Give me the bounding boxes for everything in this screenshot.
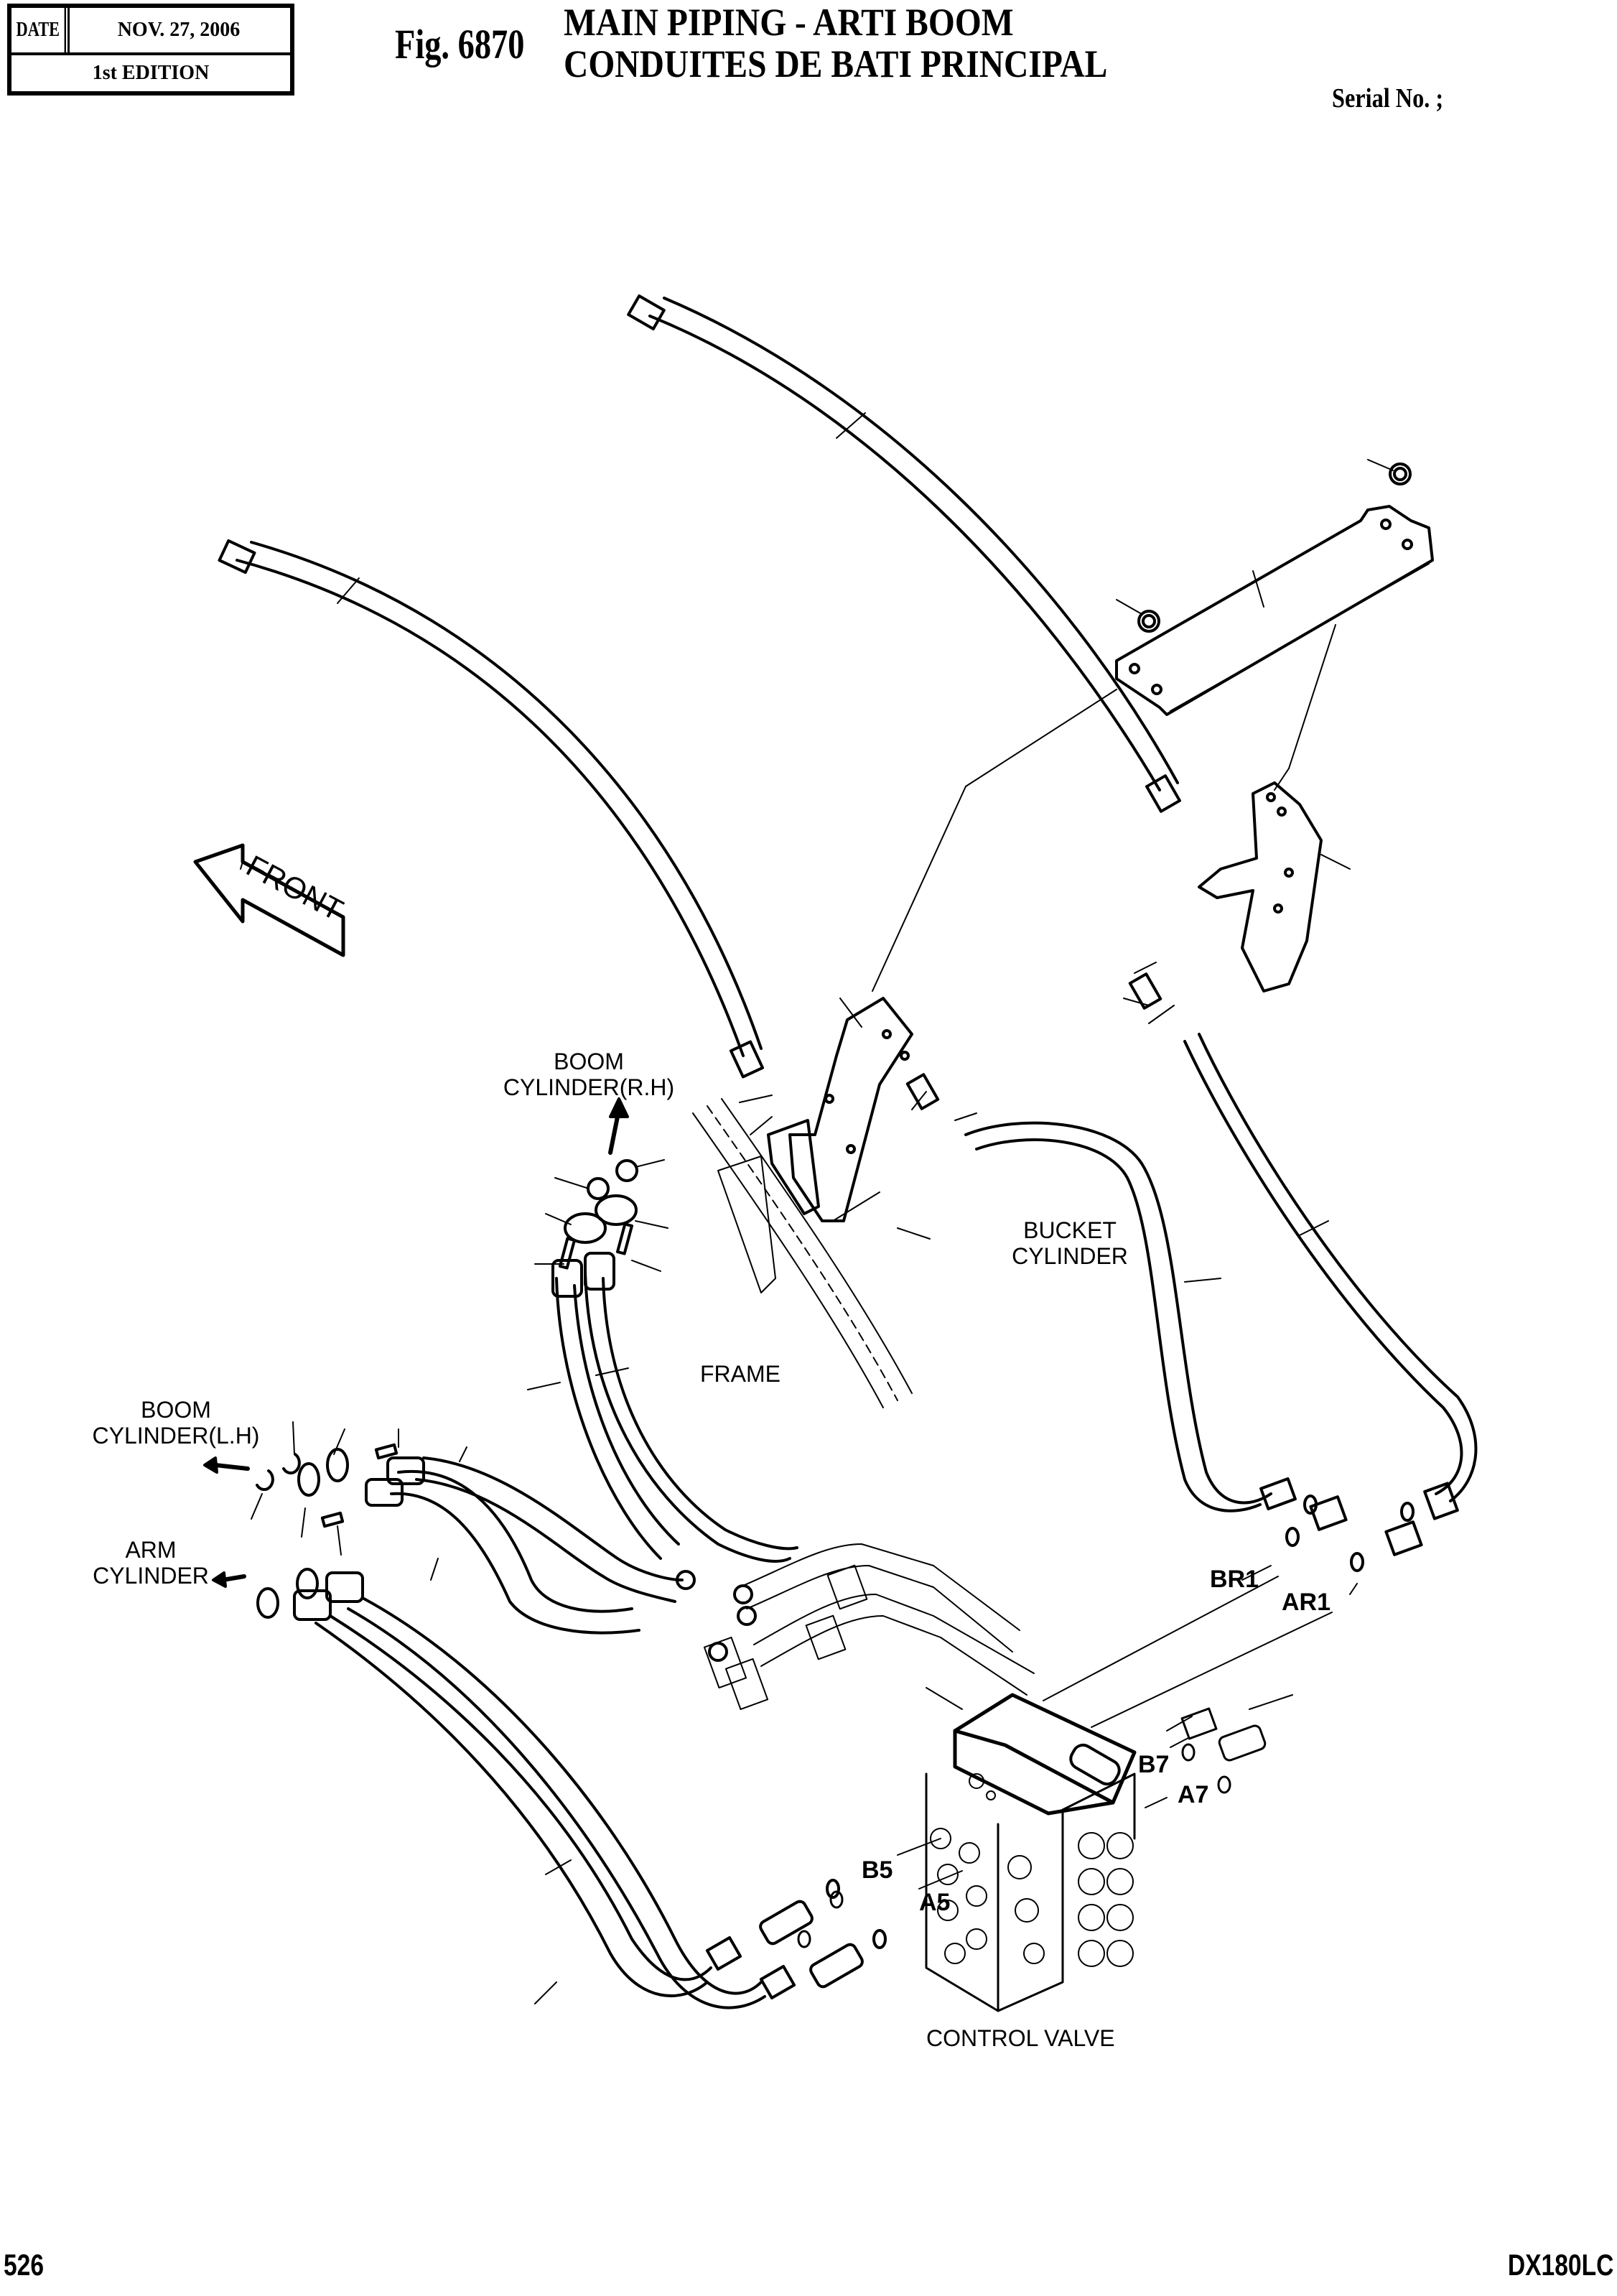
label-line: CYLINDER xyxy=(1012,1243,1128,1269)
leader-lines-boom-rh xyxy=(534,1159,668,1272)
date-divider xyxy=(67,8,70,52)
label-line: CYLINDER(R.H) xyxy=(503,1074,675,1100)
leader-line xyxy=(1320,854,1351,870)
model-number: DX180LC xyxy=(1507,2248,1613,2282)
label-line: CYLINDER xyxy=(93,1563,209,1589)
bucket-cylinder-label: BUCKET CYLINDER xyxy=(998,1217,1142,1269)
bracket-right xyxy=(1198,781,1323,993)
title-french: CONDUITES DE BATI PRINCIPAL xyxy=(564,42,1108,85)
hose-boom-rh xyxy=(551,1252,798,1563)
boom-cylinder-rh-label: BOOM CYLINDER(R.H) xyxy=(503,1049,675,1100)
port-a7-label: A7 xyxy=(1178,1781,1209,1808)
hose-boom-lh xyxy=(365,1456,684,1635)
frame-label: FRAME xyxy=(700,1361,780,1387)
leader-lines-arm xyxy=(534,1859,572,2004)
hose-long-left xyxy=(218,539,765,1079)
page-title: MAIN PIPING - ARTI BOOM CONDUITES DE BAT… xyxy=(564,1,1107,85)
bracket-upper xyxy=(1115,505,1434,716)
control-valve xyxy=(925,1687,1137,2012)
label-line: ARM xyxy=(125,1537,177,1563)
flange-boom-rh xyxy=(558,1097,638,1270)
page-number: 526 xyxy=(4,2248,45,2282)
flange-boom-lh xyxy=(203,1443,399,1528)
hose-arm xyxy=(212,1568,766,2009)
date-label: DATE xyxy=(11,8,66,52)
hose-bucket xyxy=(964,1033,1478,1512)
label-line: BOOM xyxy=(554,1049,624,1074)
label-line: BOOM xyxy=(141,1397,211,1423)
label-line: BUCKET xyxy=(1023,1217,1117,1243)
boom-cylinder-lh-label: BOOM CYLINDER(L.H) xyxy=(86,1397,266,1449)
date-value: NOV. 27, 2006 xyxy=(117,19,241,41)
serial-number-label: Serial No. ; xyxy=(1332,83,1444,113)
leader-lines-boom-rh-hoses xyxy=(527,1367,629,1390)
frame-outline xyxy=(692,1098,913,1408)
leader-lines-bucket xyxy=(1123,962,1329,1283)
edition-label: 1st EDITION xyxy=(92,62,210,84)
hose-long-upper xyxy=(627,294,1181,813)
leader-line xyxy=(836,412,866,439)
edition-info-box: DATE NOV. 27, 2006 1st EDITION xyxy=(7,4,294,96)
port-br1-label: BR1 xyxy=(1210,1566,1259,1593)
leader-lines-boom-lh xyxy=(251,1421,467,1581)
port-b5-label: B5 xyxy=(862,1856,893,1884)
pipe-arti xyxy=(703,1543,1035,1711)
front-arrow-icon xyxy=(193,843,345,957)
bracket-center xyxy=(767,997,913,1222)
bolt-icon xyxy=(1137,463,1412,633)
fitting-icon xyxy=(705,1879,887,1999)
front-arrow-label: FRONT xyxy=(241,849,349,927)
fitting-icon xyxy=(905,972,1459,1572)
port-a5-label: A5 xyxy=(919,1889,951,1916)
fitting-icon xyxy=(797,1707,1267,1948)
leader-lines-center xyxy=(739,998,977,1240)
leader-lines-bracket xyxy=(872,459,1394,992)
leader-line xyxy=(337,577,360,604)
arm-cylinder-label: ARM CYLINDER xyxy=(86,1537,215,1589)
control-valve-label: CONTROL VALVE xyxy=(926,2025,1115,2051)
date-row: DATE NOV. 27, 2006 xyxy=(11,8,290,55)
figure-number: Fig. 6870 xyxy=(395,21,525,68)
o-ring-icon xyxy=(676,1570,757,1662)
port-ar1-label: AR1 xyxy=(1282,1589,1331,1616)
leader-lines-ports xyxy=(897,1565,1358,1890)
title-english: MAIN PIPING - ARTI BOOM xyxy=(564,1,1014,44)
label-line: CYLINDER(L.H) xyxy=(92,1423,260,1449)
port-b7-label: B7 xyxy=(1138,1751,1170,1778)
